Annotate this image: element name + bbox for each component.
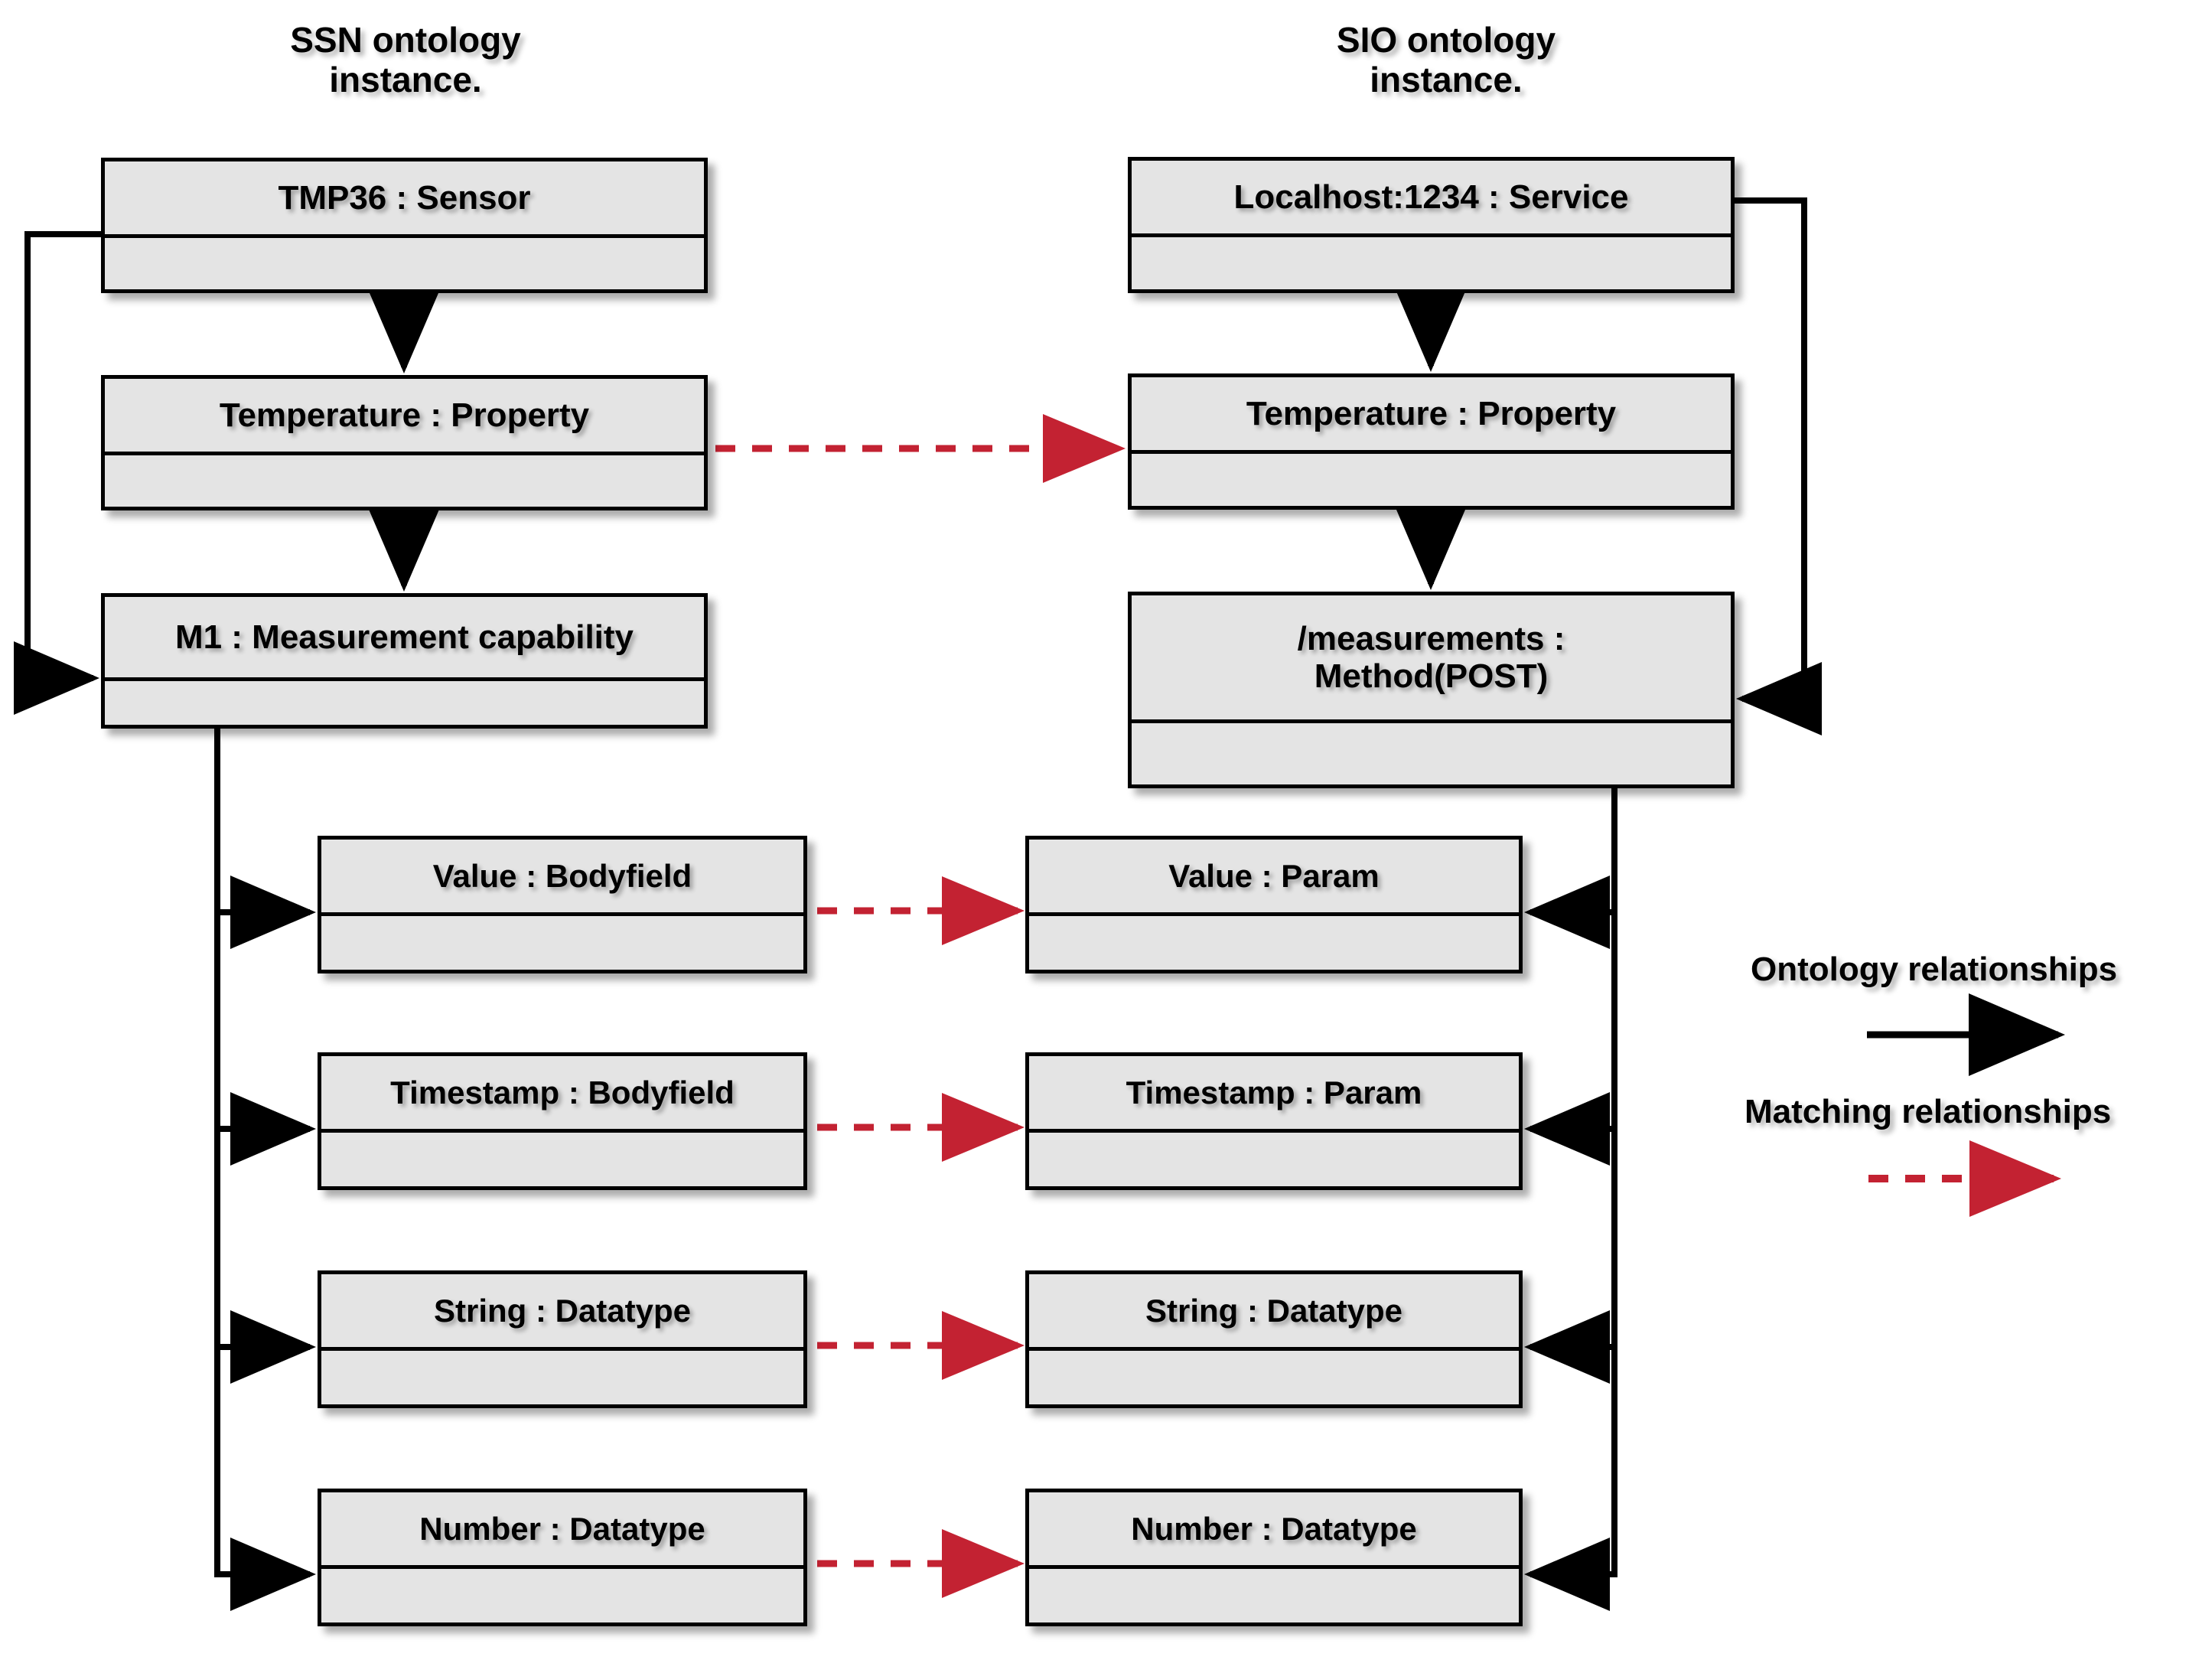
node-value-bodyfield-compartment [321,916,803,970]
node-right-number-datatype[interactable]: Number : Datatype [1025,1489,1523,1626]
node-localhost-service-compartment [1132,237,1731,289]
node-right-temperature-property-label: Temperature : Property [1132,377,1731,454]
node-timestamp-bodyfield[interactable]: Timestamp : Bodyfield [318,1052,807,1190]
node-right-string-datatype-compartment [1029,1351,1519,1404]
edge-service-to-measurements [1735,197,1822,735]
node-tmp36-sensor[interactable]: TMP36 : Sensor [101,158,708,293]
node-value-bodyfield-label: Value : Bodyfield [321,840,803,916]
node-measurements-method-post-label: /measurements : Method(POST) [1132,595,1731,723]
node-timestamp-param-compartment [1029,1133,1519,1186]
node-timestamp-param-label: Timestamp : Param [1029,1056,1519,1133]
node-left-number-datatype-label: Number : Datatype [321,1492,803,1569]
legend-samples [1867,993,2065,1217]
node-left-temperature-property-label: Temperature : Property [105,379,704,455]
node-value-param-compartment [1029,916,1519,970]
header-sio: SIO ontology instance. [1336,20,1556,100]
node-left-string-datatype-compartment [321,1351,803,1404]
edge-m1-trunk-to-number [214,729,316,1611]
node-left-string-datatype[interactable]: String : Datatype [318,1270,807,1408]
node-m1-measurement-capability-compartment [105,681,704,725]
node-m1-measurement-capability[interactable]: M1 : Measurement capability [101,593,708,729]
node-right-number-datatype-label: Number : Datatype [1029,1492,1519,1569]
node-timestamp-bodyfield-label: Timestamp : Bodyfield [321,1056,803,1133]
edge-measurements-trunk-to-number [1524,788,1617,1611]
node-tmp36-sensor-compartment [105,238,704,289]
node-right-string-datatype[interactable]: String : Datatype [1025,1270,1523,1408]
node-value-param-label: Value : Param [1029,840,1519,916]
header-ssn: SSN ontology instance. [290,20,521,100]
node-localhost-service-label: Localhost:1234 : Service [1132,161,1731,237]
edge-tmp36-to-m1 [14,231,101,715]
node-value-param[interactable]: Value : Param [1025,836,1523,973]
node-left-number-datatype-compartment [321,1569,803,1622]
matching-edges [715,414,1126,1598]
node-right-string-datatype-label: String : Datatype [1029,1274,1519,1351]
node-left-string-datatype-label: String : Datatype [321,1274,803,1351]
node-right-temperature-property[interactable]: Temperature : Property [1128,373,1735,510]
node-value-bodyfield[interactable]: Value : Bodyfield [318,836,807,973]
node-left-number-datatype[interactable]: Number : Datatype [318,1489,807,1626]
node-measurements-method-post[interactable]: /measurements : Method(POST) [1128,592,1735,788]
node-left-temperature-property-compartment [105,455,704,507]
node-tmp36-sensor-label: TMP36 : Sensor [105,161,704,238]
node-measurements-method-post-compartment [1132,723,1731,784]
node-left-temperature-property[interactable]: Temperature : Property [101,375,708,510]
node-localhost-service[interactable]: Localhost:1234 : Service [1128,157,1735,293]
legend-ontology-label: Ontology relationships [1751,951,2118,988]
legend-matching-label: Matching relationships [1745,1093,2112,1130]
ontology-edges [14,197,1822,1611]
node-timestamp-bodyfield-compartment [321,1133,803,1186]
node-m1-measurement-capability-label: M1 : Measurement capability [105,597,704,681]
node-timestamp-param[interactable]: Timestamp : Param [1025,1052,1523,1190]
node-right-number-datatype-compartment [1029,1569,1519,1622]
node-right-temperature-property-compartment [1132,454,1731,506]
